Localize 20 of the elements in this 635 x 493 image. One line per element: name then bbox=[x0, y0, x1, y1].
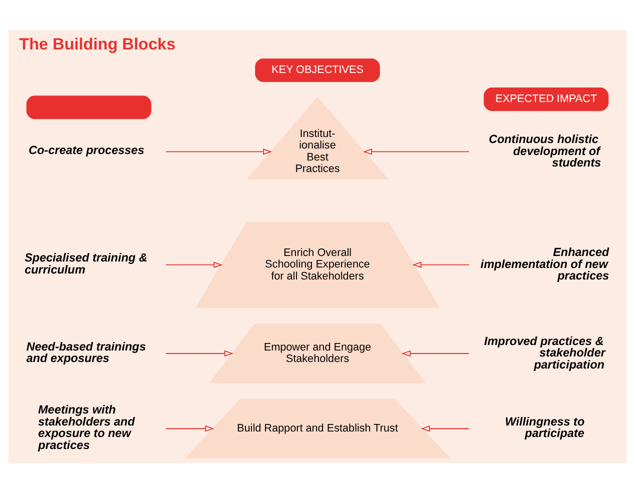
node-text: Specialised training & curriculum bbox=[24, 252, 148, 276]
node-box: KEY OBJECTIVES bbox=[255, 58, 380, 82]
node-box bbox=[26, 96, 152, 120]
arrow bbox=[165, 425, 214, 432]
arrow bbox=[420, 425, 470, 432]
node-box: EXPECTED IMPACT bbox=[484, 87, 609, 111]
arrow bbox=[402, 350, 470, 357]
arrow bbox=[362, 148, 470, 155]
node-text: Continuous holistic development of students bbox=[488, 133, 602, 170]
arrow bbox=[165, 350, 234, 357]
arrow bbox=[165, 148, 272, 155]
arrow bbox=[165, 262, 223, 268]
node-text: Improved practices & stakeholder participation bbox=[484, 334, 606, 372]
node-text: Willingness to participate bbox=[505, 415, 585, 440]
node-text: Co-create processes bbox=[28, 144, 144, 157]
node-text: Enhanced implementation of new practices bbox=[480, 246, 610, 283]
node-text: Need-based trainings and exposures bbox=[26, 340, 146, 366]
diagram-title: The Building Blocks bbox=[19, 35, 176, 54]
arrow bbox=[412, 262, 470, 268]
node-text: Meetings with stakeholders and exposure to new practices bbox=[38, 404, 135, 452]
